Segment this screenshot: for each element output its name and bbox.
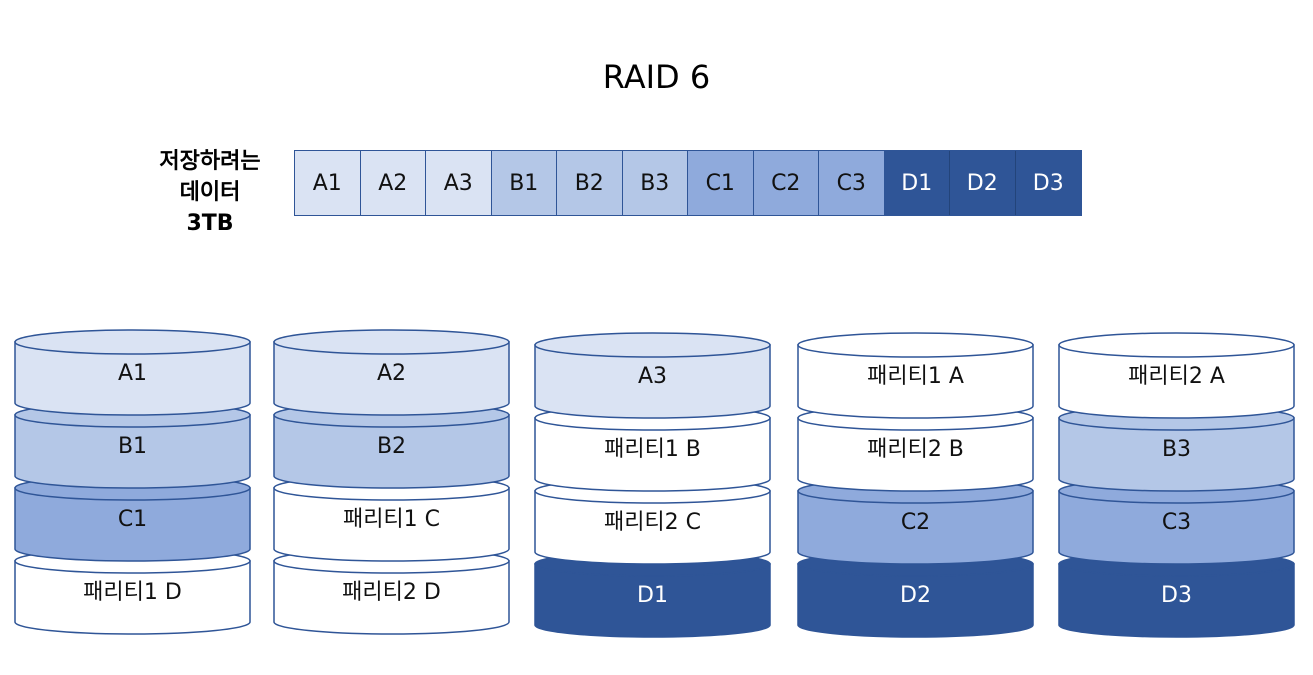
disk-segment: B2 [273, 402, 510, 489]
disk-segment-label: 패리티2 B [867, 437, 964, 462]
disk-2: 패리티2 D 패리티1 C B2 A2 [273, 329, 510, 635]
disk-segment: 패리티2 A [1058, 332, 1295, 419]
disk-segment: 패리티2 C [534, 478, 771, 565]
data-block-c2: C2 [753, 151, 819, 215]
disk-segment-label: 패리티1 B [604, 437, 701, 462]
disk-segment-label: C3 [1162, 510, 1191, 535]
data-block-b3: B3 [622, 151, 688, 215]
data-block-c3: C3 [819, 151, 885, 215]
disk-segment-label: A1 [118, 361, 147, 386]
data-block-b2: B2 [557, 151, 623, 215]
disk-segment-label: 패리티2 C [604, 510, 701, 535]
data-label-line-1: 저장하려는 [159, 149, 261, 174]
disk-segment-label: 패리티2 D [342, 580, 441, 605]
disk-4: D2 C2 패리티2 B 패리티1 A [797, 332, 1034, 638]
disk-segment-label: D1 [637, 583, 668, 608]
data-block-d3: D3 [1015, 151, 1081, 215]
disk-segment: A2 [273, 329, 510, 416]
disk-segment: A1 [14, 329, 251, 416]
data-block-a1: A1 [295, 151, 361, 215]
data-block-d1: D1 [884, 151, 950, 215]
disk-segment-label: 패리티1 A [867, 364, 964, 389]
disk-segment-label: C2 [901, 510, 930, 535]
disk-segment: D1 [534, 551, 771, 638]
data-block-b1: B1 [491, 151, 557, 215]
disk-segment-label: 패리티1 D [83, 580, 182, 605]
data-block-d2: D2 [950, 151, 1016, 215]
disk-segment: 패리티1 A [797, 332, 1034, 419]
disk-segment-label: D2 [900, 583, 931, 608]
disk-segment-label: 패리티1 C [343, 507, 440, 532]
disk-segment-label: C1 [118, 507, 147, 532]
disk-segment-label: B1 [118, 434, 147, 459]
data-block-c1: C1 [688, 151, 754, 215]
disk-segment-label: 패리티2 A [1128, 364, 1225, 389]
disk-segment: A3 [534, 332, 771, 419]
data-label-line-3: 3TB [186, 211, 234, 236]
data-size-label: 저장하려는 데이터 3TB [150, 146, 270, 239]
data-block-a2: A2 [360, 151, 426, 215]
disk-5: D3 C3 B3 패리티2 A [1058, 332, 1295, 638]
diagram-title: RAID 6 [602, 58, 711, 96]
disk-segment: 패리티2 B [797, 405, 1034, 492]
disk-segment-label: A2 [377, 361, 406, 386]
disk-segment-label: B2 [377, 434, 406, 459]
disk-segment: C2 [797, 478, 1034, 565]
data-label-line-2: 데이터 [179, 180, 241, 205]
disk-segment-label: A3 [638, 364, 667, 389]
disk-segment-label: B3 [1162, 437, 1191, 462]
data-block-a3: A3 [426, 151, 492, 215]
disk-3: D1 패리티2 C 패리티1 B A3 [534, 332, 771, 638]
disk-segment-label: D3 [1161, 583, 1192, 608]
disk-1: 패리티1 D C1 B1 A1 [14, 329, 251, 635]
disk-segment: D2 [797, 551, 1034, 638]
